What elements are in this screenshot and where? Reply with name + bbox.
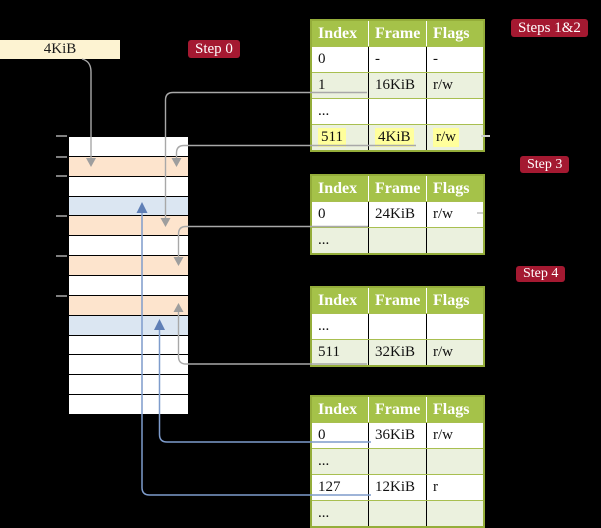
column-header-frame: Frame <box>369 288 427 313</box>
cell-frame: 4KiB <box>375 128 414 147</box>
badge-steps-1-2: Steps 1&2 <box>511 19 588 37</box>
cell-index: ... <box>318 232 330 248</box>
table-row: ... <box>312 98 483 124</box>
memory-row <box>69 354 188 375</box>
address-tick <box>56 254 67 257</box>
cell-flags: r/w <box>433 128 459 147</box>
cell-index: 511 <box>318 128 346 147</box>
cell-index: 0 <box>318 206 326 222</box>
cell-frame: 16KiB <box>375 77 416 93</box>
memory-row <box>69 314 188 335</box>
memory-row <box>69 195 188 216</box>
cell-index: ... <box>318 453 330 469</box>
table-row: 0 36KiB r/w <box>312 422 483 448</box>
memory-row <box>69 374 188 395</box>
cell-index: 1 <box>318 77 326 93</box>
table-row: 127 12KiB r <box>312 474 483 500</box>
cell-frame: 24KiB <box>375 206 416 222</box>
memory-row <box>69 334 188 355</box>
frame-size-label: 4KiB <box>0 40 120 59</box>
column-header-index: Index <box>312 397 369 422</box>
address-tick <box>56 214 67 217</box>
table-row-highlighted: 511 4KiB r/w <box>312 124 483 150</box>
column-header-frame: Frame <box>369 21 427 46</box>
cell-flags: r/w <box>433 427 453 443</box>
column-header-flags: Flags <box>433 25 470 42</box>
column-header-flags: Flags <box>433 180 470 197</box>
column-header-index: Index <box>312 288 369 313</box>
address-tick <box>56 155 67 158</box>
page-table-steps-1-2: Index Frame Flags 0 - - 1 16KiB r/w ... … <box>310 19 485 152</box>
cell-index: 511 <box>318 344 340 360</box>
cell-flags: - <box>433 51 438 67</box>
memory-row <box>69 394 188 415</box>
table-row: ... <box>312 448 483 474</box>
table-header: Index Frame Flags <box>312 288 483 313</box>
memory-row <box>69 275 188 295</box>
memory-row <box>69 175 188 196</box>
cell-flags: r/w <box>433 344 453 360</box>
page-table-step-3: Index Frame Flags 0 24KiB r/w ... <box>310 174 485 255</box>
memory-row <box>69 137 188 156</box>
table-row: ... <box>312 313 483 339</box>
badge-step-4: Step 4 <box>516 266 566 282</box>
cell-index: ... <box>318 103 330 119</box>
cell-frame: - <box>375 51 380 67</box>
cell-index: ... <box>318 505 330 521</box>
table-row: 0 24KiB r/w <box>312 201 483 227</box>
table-row: ... <box>312 227 483 253</box>
memory-row <box>69 155 188 176</box>
memory-row <box>69 215 188 236</box>
table-row: 0 - - <box>312 46 483 72</box>
physical-memory-strip <box>68 136 189 415</box>
column-header-frame: Frame <box>369 397 427 422</box>
column-header-flags: Flags <box>433 401 470 418</box>
page-table-bottom: Index Frame Flags 0 36KiB r/w ... 127 12… <box>310 395 485 528</box>
badge-step-0: Step 0 <box>188 40 240 58</box>
memory-row <box>69 294 188 315</box>
cell-flags: r/w <box>433 77 453 93</box>
address-tick <box>56 294 67 297</box>
memory-row <box>69 235 188 256</box>
badge-step-3: Step 3 <box>520 156 570 173</box>
cell-frame: 36KiB <box>375 427 416 443</box>
cell-index: 127 <box>318 479 341 495</box>
cell-flags: r/w <box>433 206 453 222</box>
column-header-frame: Frame <box>369 176 427 201</box>
page-table-step-4: Index Frame Flags ... 511 32KiB r/w <box>310 286 485 367</box>
table-header: Index Frame Flags <box>312 397 483 422</box>
cell-frame: 12KiB <box>375 479 416 495</box>
table-header: Index Frame Flags <box>312 176 483 201</box>
column-header-flags: Flags <box>433 292 470 309</box>
cell-frame: 32KiB <box>375 344 416 360</box>
table-row: ... <box>312 500 483 526</box>
cell-flags: r <box>433 479 438 495</box>
table-row: 511 32KiB r/w <box>312 339 483 365</box>
column-header-index: Index <box>312 176 369 201</box>
table-row: 1 16KiB r/w <box>312 72 483 98</box>
memory-row <box>69 255 188 276</box>
address-tick <box>56 134 67 137</box>
cell-index: ... <box>318 318 330 334</box>
cell-index: 0 <box>318 51 326 67</box>
table-header: Index Frame Flags <box>312 21 483 46</box>
address-tick <box>56 175 67 177</box>
cell-index: 0 <box>318 427 326 443</box>
column-header-index: Index <box>312 21 369 46</box>
